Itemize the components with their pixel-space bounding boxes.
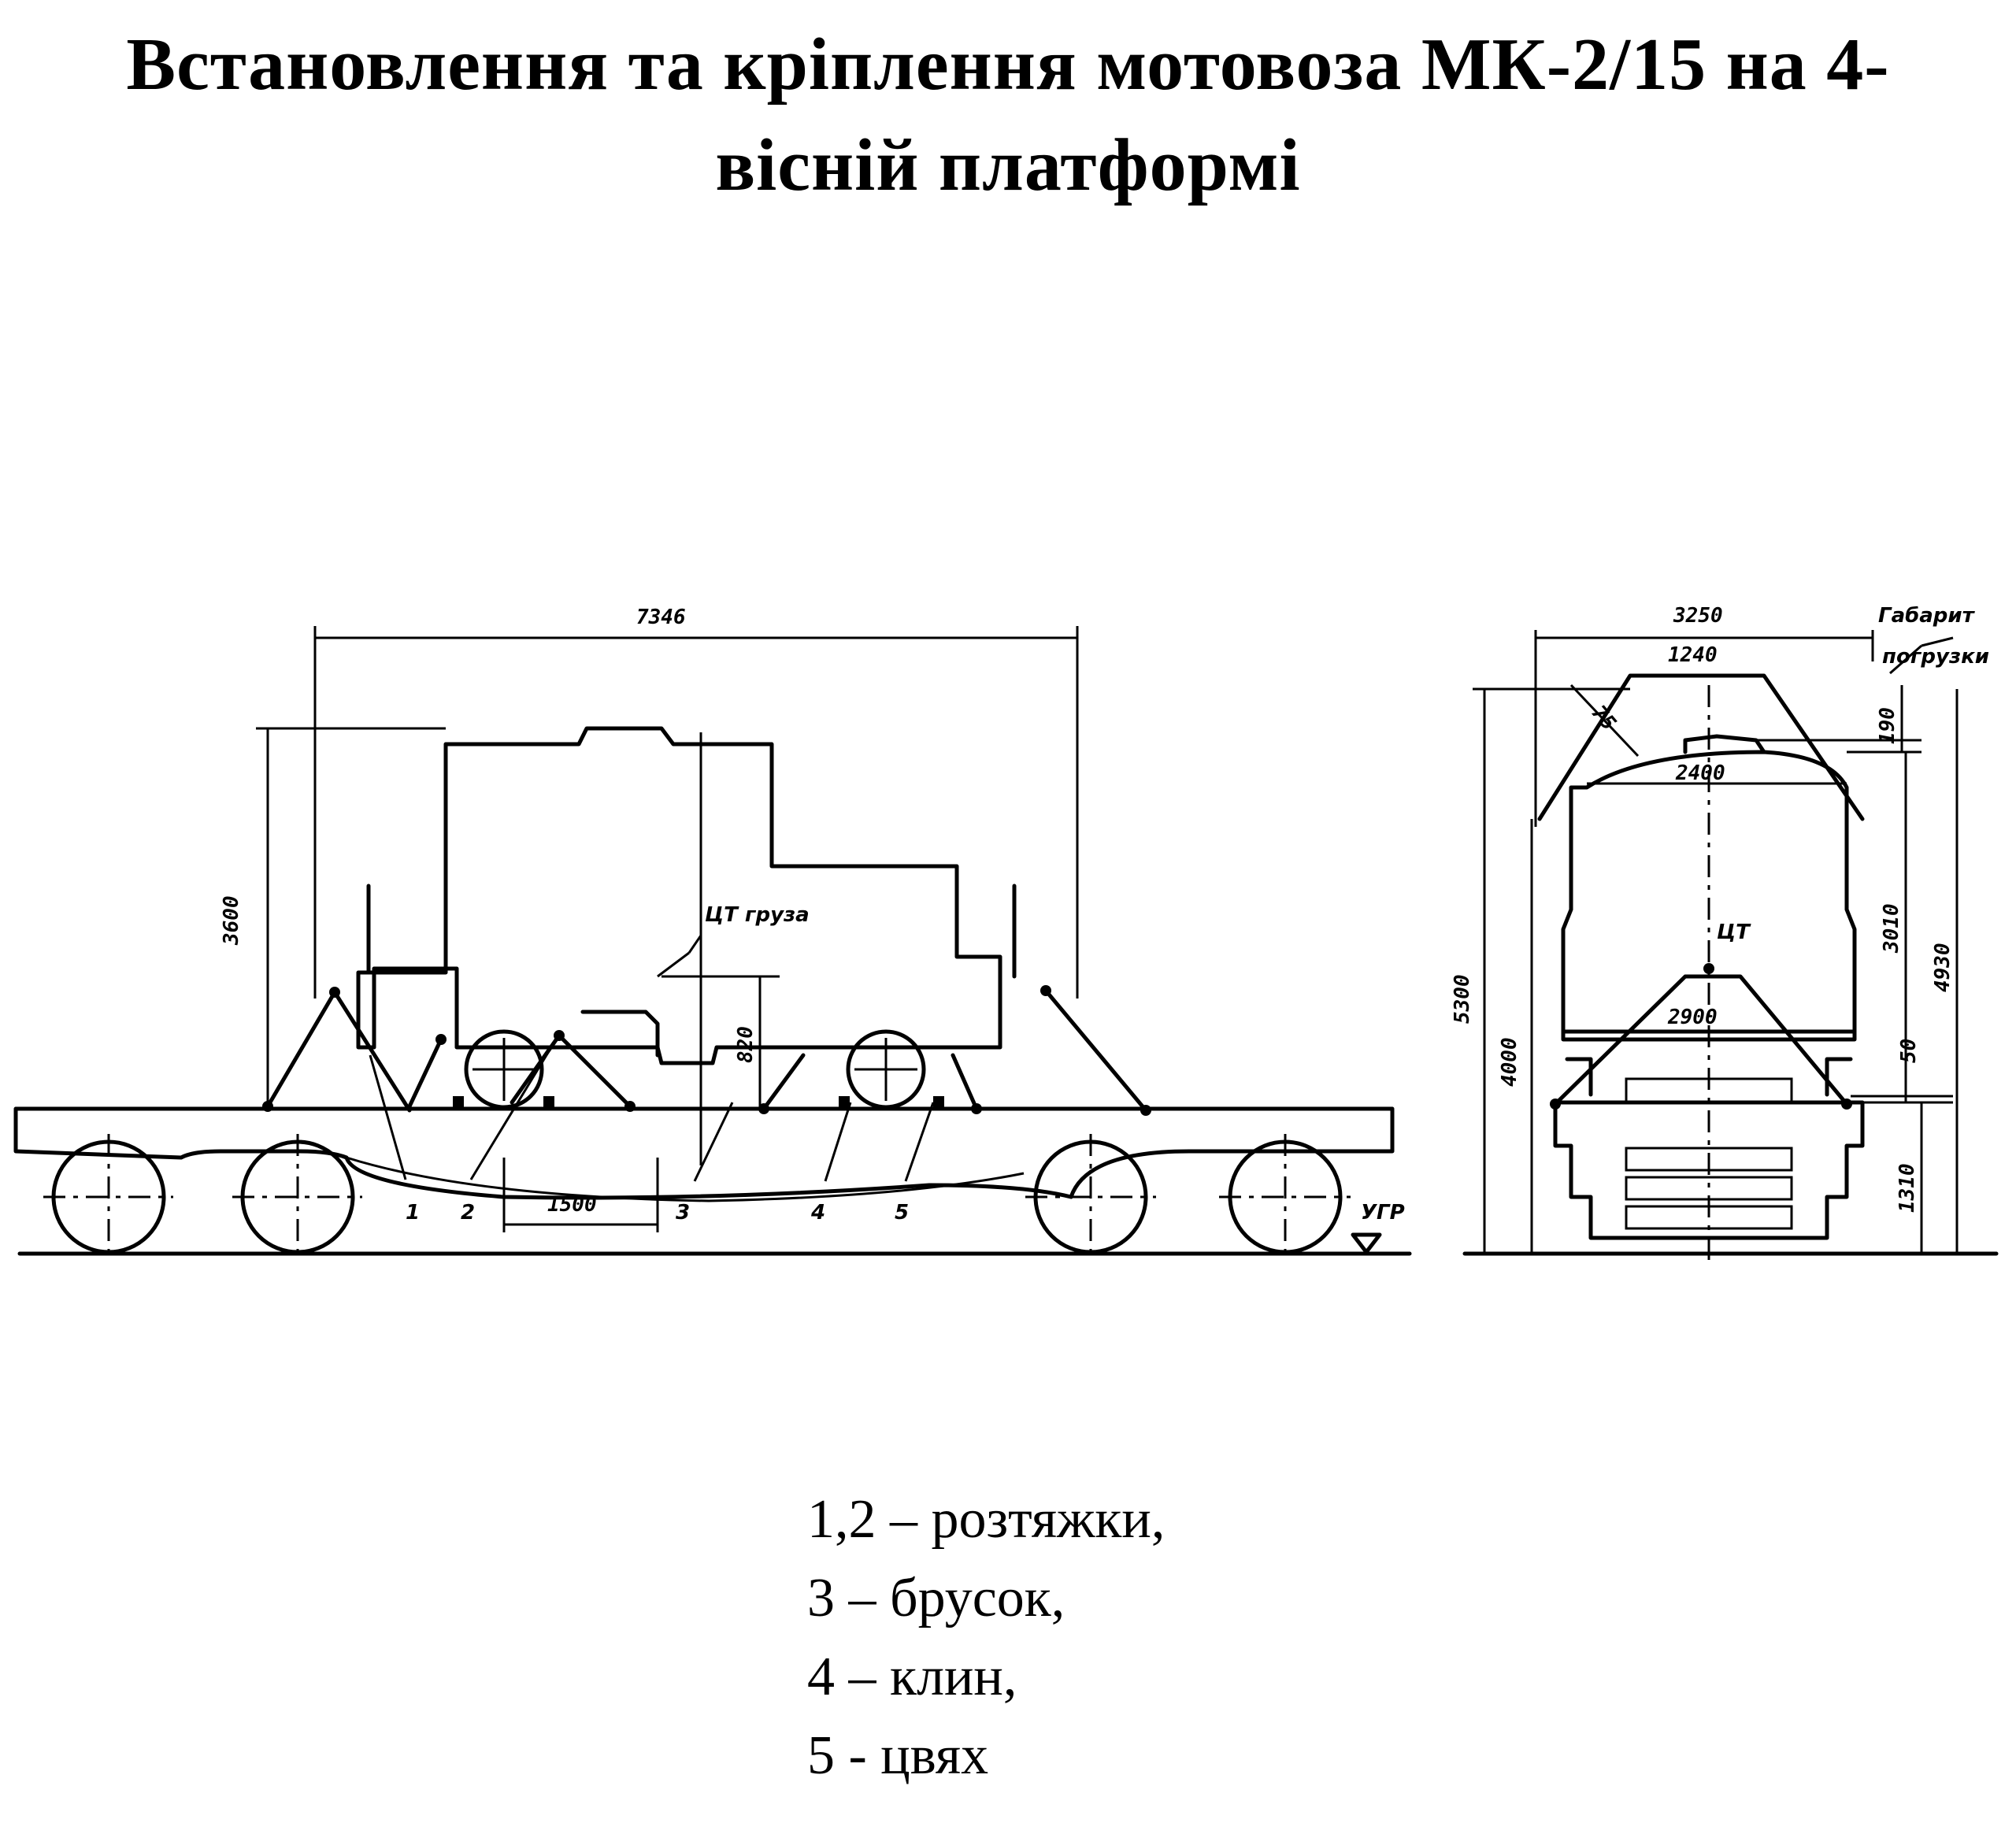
loco-end-body [1561,750,1857,1042]
legend-item-1: 1,2 – розтяжки, [807,1489,1166,1550]
legend-item-4: 5 - цвях [807,1725,989,1786]
title-line-1: Встановлення та кріплення мотовоза МК-2/… [126,24,1890,106]
title-line-2: вісній платформі [715,124,1301,206]
end-cg-label: ЦТ [1717,921,1751,944]
loading-gauge [1537,673,1865,821]
dim-width-top: 3250 [1673,604,1723,628]
platform-underframe [346,1156,1025,1202]
end-ties [1553,974,1849,1106]
gabarit-label-2: погрузки [1882,645,1989,669]
dim-cg-offset-label: 1500 [547,1193,597,1217]
tie-down-rods [262,985,1151,1116]
callout-1: 1 [406,1201,420,1225]
callout-5: 5 [895,1201,909,1225]
dim-h-3010: 3010 [1880,903,1903,954]
platform-deck [13,1106,1395,1200]
dim-h-4000: 4000 [1498,1037,1521,1087]
wheels [43,1134,1351,1260]
loco-wheel-rear [846,1029,926,1110]
dim-h-1310: 1310 [1896,1163,1919,1213]
gabarit-label-1: Габарит [1878,604,1976,628]
legend: 1,2 – розтяжки, 3 – брусок, 4 – клин, 5 … [807,1480,1165,1795]
platform-end [1553,1100,1865,1240]
callout-3: 3 [676,1201,690,1225]
callout-2: 2 [461,1201,475,1225]
callouts: 1 2 3 4 5 [369,1047,935,1225]
dim-h-4930: 4930 [1931,943,1955,992]
dim-width-2400: 2400 [1675,761,1725,785]
end-view: ЦТ 3250 1240 2400 2900 75 Габарит погруз… [1451,604,1999,1260]
dim-width-1240: 1240 [1668,643,1718,667]
side-view: УГР [13,606,1412,1260]
loco-wheel-front [464,1029,544,1110]
rail-level-symbol [1351,1232,1382,1254]
dim-height-label: 3600 [220,895,243,946]
callout-4: 4 [810,1201,825,1225]
locomotive-body [356,726,1002,1065]
legend-item-3: 4 – клин, [807,1647,1017,1707]
dim-h-190: 190 [1876,707,1899,744]
page-title: Встановлення та кріплення мотовоза МК-2/… [0,14,2016,216]
dim-h-5300: 5300 [1451,974,1474,1024]
dim-h-50: 50 [1897,1039,1921,1063]
legend-item-2: 3 – брусок, [807,1568,1065,1628]
dim-width-2900: 2900 [1667,1006,1718,1029]
rail-label: УГР [1361,1201,1405,1225]
dim-overall-length-label: 7346 [636,606,686,629]
dim-cg-height-label: 820 [734,1026,758,1063]
side-cg-label: ЦТ груза [705,903,810,927]
